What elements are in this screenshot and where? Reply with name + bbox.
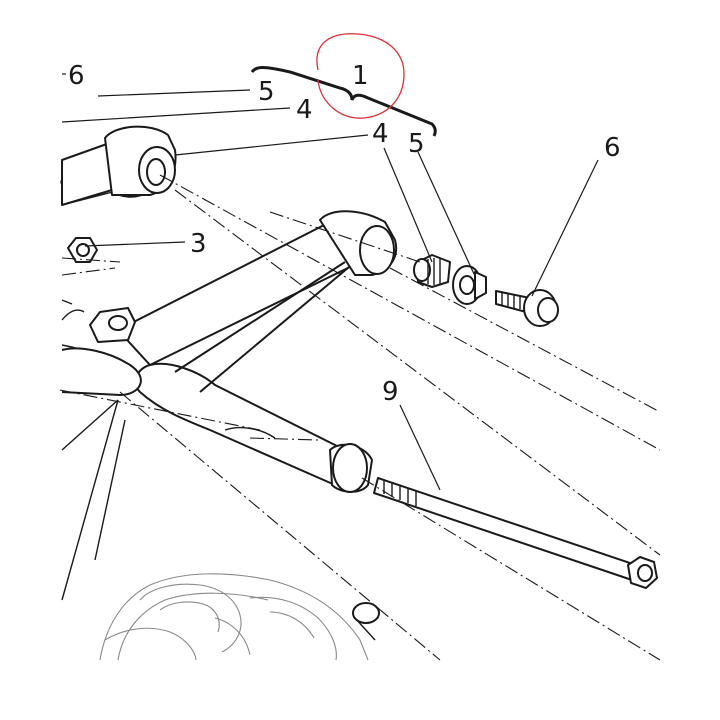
leader-lines bbox=[61, 73, 599, 491]
washer-5 bbox=[452, 265, 487, 305]
nut-3 bbox=[67, 237, 98, 263]
callout-labels: 1 3 4 4 5 5 6 6 9 bbox=[68, 61, 621, 407]
annotation-circle bbox=[316, 33, 405, 119]
callout-1: 1 bbox=[352, 61, 369, 91]
swing-arm bbox=[61, 210, 398, 493]
upper-pivot-tube bbox=[61, 125, 177, 206]
callout-3: 3 bbox=[190, 229, 207, 259]
callout-9: 9 bbox=[382, 377, 399, 407]
bolt-6 bbox=[495, 289, 559, 327]
center-lines bbox=[59, 174, 661, 661]
callout-4-lower: 4 bbox=[372, 119, 389, 149]
engine-outline bbox=[99, 573, 369, 661]
callout-6-upper: 6 bbox=[68, 61, 85, 91]
group-brace bbox=[250, 66, 437, 137]
bushing-4 bbox=[413, 254, 451, 288]
callout-5-upper: 5 bbox=[258, 77, 275, 107]
callout-4-upper: 4 bbox=[296, 95, 313, 125]
bracket bbox=[89, 307, 136, 343]
small-ring bbox=[352, 602, 380, 641]
callout-5-lower: 5 bbox=[408, 129, 425, 159]
pivot-shaft-9 bbox=[373, 477, 658, 589]
callout-6-lower: 6 bbox=[604, 133, 621, 163]
